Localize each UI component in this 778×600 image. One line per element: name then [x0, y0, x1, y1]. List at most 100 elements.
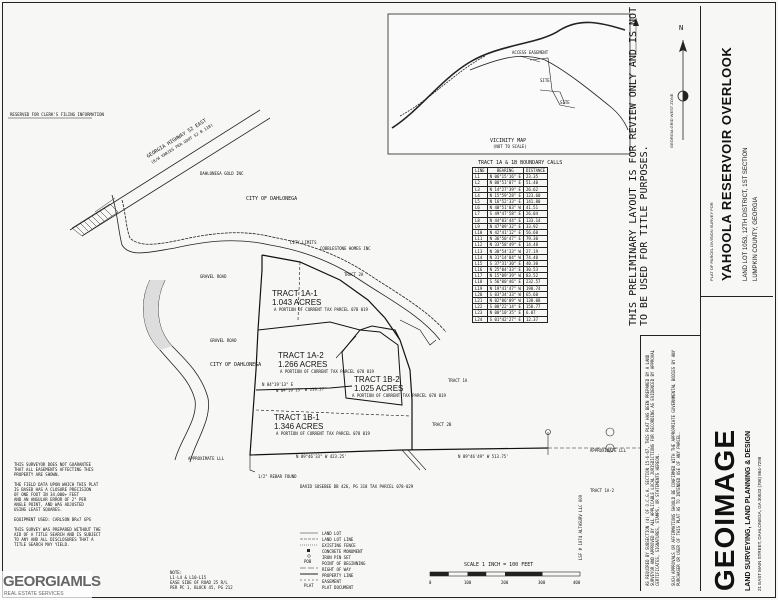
grid-zone: GEORGIA GRID WEST ZONE [669, 93, 674, 148]
bc-bearing: N 30°54'33" W [486, 247, 524, 255]
highway-row: (R/W VARIES PER GDOT 52 B 118) [150, 122, 214, 165]
firm-license: LSF # 1074 ALTASURV LLC 009 [578, 494, 583, 560]
label-approx-ll-2: APPROXIMATE LLL [590, 448, 627, 453]
vicinity-label-access: ACCESS EASEMENT [512, 50, 549, 55]
vicinity-label-site-2: SITE [560, 100, 570, 105]
bc-bearing: N 25°04'33" E [486, 265, 524, 274]
bc-header: DISTANCE [522, 166, 549, 175]
bc-bearing: N 08°51'07" E [486, 179, 524, 187]
label-cobblestone: COBBLESTONE HOMES INC [320, 246, 371, 251]
bc-bearing: S 56°00'46" E [486, 278, 524, 286]
bc-bearing: N 36°50'47" E [486, 235, 524, 243]
bc-bearing: N 33°58'49" E [486, 241, 524, 249]
label-david: DAVID SOSEBEE DB 426, PG 318 TAX PARCEL … [300, 484, 414, 489]
firm-address: 21 EAST MAIN STREET, DAHLONEGA, GA 30533… [757, 456, 762, 591]
label-bearing-4: N 84°19'13" E [262, 382, 294, 387]
bc-bearing: N 15°59'28" E [486, 191, 524, 199]
label-city-limits: CITY LIMITS [290, 240, 317, 245]
land-lot: LAND LOT 1053, 12TH DISTRICT, 1ST SECTIO… [743, 147, 749, 282]
legend-item: EASEMENT [322, 579, 342, 584]
clerk-note: RESERVED FOR CLERK'S FILING INFORMATION [10, 112, 105, 117]
label-tract-1a: TRACT 1A [448, 378, 468, 383]
label-city-dahlonega-1: CITY OF DAHLONEGA [246, 196, 297, 202]
vicinity-note: (NOT TO SCALE) [493, 144, 527, 149]
legend-item: IRON PIN SET [322, 555, 351, 560]
bc-bearing: N 31°14'04" W [486, 253, 524, 261]
boundary-calls-title: TRACT 1A & 1B BOUNDARY CALLS [478, 160, 563, 166]
north-label: N [679, 24, 683, 32]
bc-distance: 12.37 [522, 315, 549, 323]
bc-bearing: S 49°47'58" E [486, 210, 524, 218]
scale-bar: SCALE 1 INCH = 100 FEET 0 100 200 300 40… [429, 562, 581, 585]
label-tract-1a2-right: TRACT 1A-2 [590, 488, 615, 493]
vicinity-caption: VICINITY MAP [490, 138, 526, 144]
preliminary-note: THIS PRELIMINARY LAYOUT IS FOR REVIEW ON… [628, 6, 650, 326]
scale-tick: 400 [573, 580, 581, 585]
bc-header: LINE [472, 166, 488, 175]
bc-bearing: N 19°41'47" W [486, 284, 524, 292]
label-city-dahlonega-2: CITY OF DAHLONEGA [210, 362, 261, 368]
mls-sub: REAL ESTATE SERVICES [4, 591, 64, 597]
plat-subtitle: PLAT OF PARCEL DIVISION SURVEY FOR [709, 202, 714, 281]
scale-label: SCALE 1 INCH = 100 FEET [464, 562, 533, 568]
north-arrow: N [633, 18, 689, 140]
tract-1a2-area: 1.266 ACRES [278, 360, 327, 369]
bc-bearing: S 37°31'30" E [486, 259, 524, 268]
label-gravel-road-1: GRAVEL ROAD [200, 274, 227, 279]
certification-text: AS REQUIRED BY SUBSECTION (d) OF O.C.G.A… [645, 349, 660, 586]
label-rebar: 1/2" REBAR FOUND [258, 474, 297, 479]
bc-bearing: S 00°22'14" E [486, 303, 524, 311]
vicinity-label-site-1: SITE [540, 78, 550, 83]
label-tract-2b: TRACT 2B [432, 422, 452, 427]
scale-tick: 200 [501, 580, 509, 585]
legend-item: PROPERTY LINE [322, 573, 354, 578]
label-gravel-road-2: GRAVEL ROAD [210, 338, 237, 343]
bc-bearing: S 03°34'33" W [486, 290, 524, 298]
bc-bearing: N 16°52'33" E [486, 197, 524, 206]
legend-item: LAND LOT [322, 531, 342, 536]
bc-bearing: N 44°03'44" E [486, 216, 524, 224]
tract-1b2-area: 1.025 ACRES [354, 384, 403, 393]
label-dahlonega-gold: DAHLONEGA GOLD INC [200, 171, 244, 176]
tract-1b1-desc: A PORTION OF CURRENT TAX PARCEL 078 019 [276, 431, 371, 436]
bc-bearing: N 14°27'39" E [486, 185, 524, 193]
legend-item: LAND LOT LINE [322, 537, 354, 542]
mls-brand: GEORGIAMLS [3, 573, 101, 590]
tract-1a1-area: 1.043 ACRES [272, 298, 321, 307]
bc-bearing: N 06°15'16" E [486, 173, 524, 181]
scale-tick: 100 [464, 580, 472, 585]
bc-bearing: N 15°09'39" W [486, 272, 524, 280]
tract-1b1-id: TRACT 1B-1 [274, 413, 320, 422]
certification-box: AS REQUIRED BY SUBSECTION (d) OF O.C.G.A… [640, 335, 701, 591]
vicinity-map-box [387, 13, 631, 155]
legend-item: EXISTING FENCE [322, 543, 356, 548]
title-block: PLAT OF PARCEL DIVISION SURVEY FOR YAHOO… [700, 6, 773, 591]
label-tract-2a: TRACT 2A [344, 272, 364, 277]
bc-bearing: S 01°42'27" E [486, 315, 524, 323]
legend-item: POINT OF BEGINNING [322, 561, 366, 566]
tract-1a1-id: TRACT 1A-1 [272, 289, 318, 298]
svg-text:POB: POB [304, 559, 312, 564]
bc-bearing: N 42°41'12" E [486, 228, 524, 237]
bc-bearing: N 00°10'35" E [486, 309, 524, 317]
tract-1b2-desc: A PORTION OF CURRENT TAX PARCEL 078 019 [352, 393, 447, 398]
tract-1b1-area: 1.346 ACRES [274, 422, 323, 431]
scale-tick: 0 [429, 580, 432, 585]
bc-bearing: N 82°06'09" W [486, 296, 524, 305]
legend: POB PLAT LAND LOT LAND LOT LINE EXISTING… [300, 531, 366, 590]
certification-text-2: SUCH APPROVALS OR AFFIRMATIONS SHOULD BE… [671, 349, 681, 586]
svg-text:PLAT: PLAT [304, 583, 314, 588]
mls-watermark: GEORGIAMLS REAL ESTATE SERVICES [0, 571, 101, 600]
label-bearing-2: N 89°46'49" W 513.75' [458, 454, 509, 459]
legend-item: RIGHT OF WAY [322, 567, 351, 572]
bc-bearing: N 40°51'03" W [486, 204, 524, 212]
highway-name: GEORGIA HIGHWAY 52 EAST [146, 118, 208, 160]
tract-1a1-desc: A PORTION OF CURRENT TAX PARCEL 078 019 [274, 307, 369, 312]
